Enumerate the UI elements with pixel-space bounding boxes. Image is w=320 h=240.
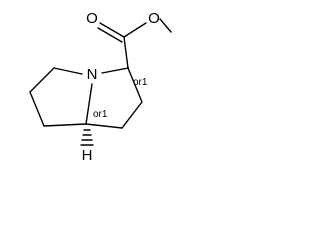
bond-ester-o-methyl bbox=[159, 18, 172, 33]
bond-carbonyl-ester-o bbox=[123, 22, 147, 38]
carbonyl-oxygen-label: O bbox=[86, 10, 98, 27]
bond-c2-c1 bbox=[121, 101, 143, 129]
bond-n-c5 bbox=[53, 67, 83, 75]
bond-c7-c7a bbox=[43, 123, 87, 127]
ester-oxygen-label: O bbox=[148, 10, 160, 27]
bond-c7a-n bbox=[85, 83, 93, 125]
bond-c6-c7 bbox=[29, 91, 45, 127]
bond-c5-c6 bbox=[29, 67, 55, 93]
bond-c1-c7a bbox=[85, 123, 123, 129]
bond-c3-c2 bbox=[127, 67, 143, 103]
hydrogen-label: H bbox=[82, 147, 93, 164]
bond-carbonyl-double-b bbox=[97, 27, 123, 43]
bond-c3-carbonyl bbox=[123, 36, 129, 69]
stereo-label-c7a: or1 bbox=[93, 109, 108, 120]
bond-carbonyl-double-a bbox=[99, 22, 125, 38]
molecule-diagram: N O O H or1 or1 bbox=[29, 10, 172, 164]
stereo-label-c3: or1 bbox=[133, 77, 148, 88]
nitrogen-label: N bbox=[87, 66, 98, 83]
bond-n-c3 bbox=[101, 67, 129, 74]
